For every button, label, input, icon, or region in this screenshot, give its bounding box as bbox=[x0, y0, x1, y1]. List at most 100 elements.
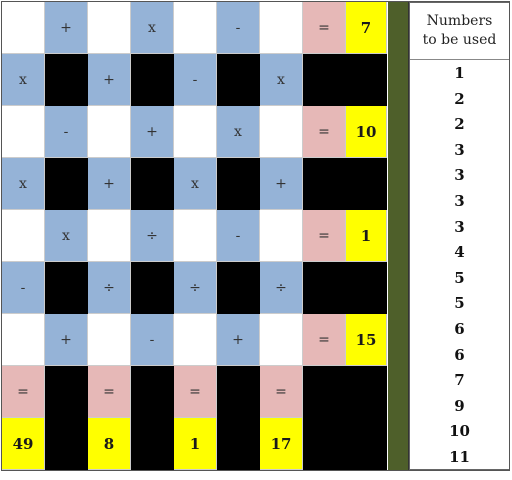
result-cell-r8c6: 17 bbox=[260, 418, 303, 470]
numbers-panel-header: Numbers to be used bbox=[410, 3, 509, 60]
result-cell-r2c8: 10 bbox=[346, 106, 387, 158]
equals-cell-r7c6: = bbox=[260, 366, 303, 418]
blocked-cell-r8c7 bbox=[303, 418, 346, 470]
blocked-cell-r5c5 bbox=[217, 262, 260, 314]
blocked-cell-r5c7 bbox=[303, 262, 346, 314]
equals-cell-r7c2: = bbox=[88, 366, 131, 418]
equals-cell-r0c7: = bbox=[303, 2, 346, 54]
equals-cell-r7c0: = bbox=[2, 366, 45, 418]
operator-cell-r5c6: ÷ bbox=[260, 262, 303, 314]
number-item-13: 9 bbox=[454, 396, 465, 415]
blocked-cell-r1c1 bbox=[45, 54, 88, 106]
blocked-cell-r7c3 bbox=[131, 366, 174, 418]
number-item-2: 2 bbox=[454, 115, 465, 134]
blocked-cell-r5c8 bbox=[346, 262, 387, 314]
operator-cell-r6c1: + bbox=[45, 314, 88, 366]
blocked-cell-r8c5 bbox=[217, 418, 260, 470]
number-item-5: 3 bbox=[454, 192, 465, 210]
number-item-1: 2 bbox=[454, 89, 465, 108]
blocked-cell-r3c1 bbox=[45, 158, 88, 210]
blocked-cell-r3c3 bbox=[131, 158, 174, 210]
result-cell-r0c8: 7 bbox=[346, 2, 387, 54]
operator-cell-r0c3: x bbox=[131, 2, 174, 54]
equals-cell-r6c7: = bbox=[303, 314, 346, 366]
input-cell-r4c0[interactable] bbox=[2, 210, 45, 262]
number-item-6: 3 bbox=[454, 217, 465, 236]
blocked-cell-r5c1 bbox=[45, 262, 88, 314]
equals-cell-r2c7: = bbox=[303, 106, 346, 158]
blocked-cell-r7c8 bbox=[346, 366, 387, 418]
input-cell-r6c2[interactable] bbox=[88, 314, 131, 366]
number-item-11: 6 bbox=[454, 345, 465, 364]
input-cell-r2c4[interactable] bbox=[174, 106, 217, 158]
equals-cell-r4c7: = bbox=[303, 210, 346, 262]
blocked-cell-r8c8 bbox=[346, 418, 387, 470]
input-cell-r2c2[interactable] bbox=[88, 106, 131, 158]
operator-cell-r1c0: x bbox=[2, 54, 45, 106]
operator-cell-r4c3: ÷ bbox=[131, 210, 174, 262]
operator-cell-r3c4: x bbox=[174, 158, 217, 210]
operator-cell-r5c0: - bbox=[2, 262, 45, 314]
input-cell-r4c4[interactable] bbox=[174, 210, 217, 262]
operator-cell-r4c1: x bbox=[45, 210, 88, 262]
equals-cell-r7c4: = bbox=[174, 366, 217, 418]
result-cell-r6c8: 15 bbox=[346, 314, 387, 366]
input-cell-r0c2[interactable] bbox=[88, 2, 131, 54]
input-cell-r4c2[interactable] bbox=[88, 210, 131, 262]
blocked-cell-r3c8 bbox=[346, 158, 387, 210]
input-cell-r0c0[interactable] bbox=[2, 2, 45, 54]
operator-cell-r2c1: - bbox=[45, 106, 88, 158]
blocked-cell-r7c7 bbox=[303, 366, 346, 418]
blocked-cell-r8c3 bbox=[131, 418, 174, 470]
operator-cell-r0c1: + bbox=[45, 2, 88, 54]
operator-cell-r5c2: ÷ bbox=[88, 262, 131, 314]
operator-cell-r6c5: + bbox=[217, 314, 260, 366]
operator-cell-r6c3: - bbox=[131, 314, 174, 366]
input-cell-r2c6[interactable] bbox=[260, 106, 303, 158]
operator-cell-r1c2: + bbox=[88, 54, 131, 106]
blocked-cell-r3c5 bbox=[217, 158, 260, 210]
result-cell-r8c0: 49 bbox=[2, 418, 45, 470]
blocked-cell-r7c1 bbox=[45, 366, 88, 418]
blocked-cell-r8c1 bbox=[45, 418, 88, 470]
operator-cell-r5c4: ÷ bbox=[174, 262, 217, 314]
input-cell-r0c4[interactable] bbox=[174, 2, 217, 54]
blocked-cell-r5c3 bbox=[131, 262, 174, 314]
operator-cell-r3c0: x bbox=[2, 158, 45, 210]
blocked-cell-r1c5 bbox=[217, 54, 260, 106]
input-cell-r4c6[interactable] bbox=[260, 210, 303, 262]
operator-cell-r3c2: + bbox=[88, 158, 131, 210]
blocked-cell-r1c8 bbox=[346, 54, 387, 106]
input-cell-r2c0[interactable] bbox=[2, 106, 45, 158]
operator-cell-r4c5: - bbox=[217, 210, 260, 262]
number-item-12: 7 bbox=[454, 371, 465, 390]
operator-cell-r2c3: + bbox=[131, 106, 174, 158]
input-cell-r6c4[interactable] bbox=[174, 314, 217, 366]
separator-bar bbox=[388, 2, 409, 470]
blocked-cell-r1c3 bbox=[131, 54, 174, 106]
operator-cell-r0c5: - bbox=[217, 2, 260, 54]
header-line-1: Numbers bbox=[426, 13, 493, 29]
number-item-0: 1 bbox=[454, 64, 465, 82]
number-item-10: 6 bbox=[454, 320, 465, 338]
number-item-15: 11 bbox=[449, 448, 470, 466]
number-item-3: 3 bbox=[454, 140, 465, 159]
operator-cell-r2c5: x bbox=[217, 106, 260, 158]
input-cell-r6c0[interactable] bbox=[2, 314, 45, 366]
number-item-7: 4 bbox=[454, 243, 465, 262]
result-cell-r8c2: 8 bbox=[88, 418, 131, 470]
operator-cell-r3c6: + bbox=[260, 158, 303, 210]
number-item-14: 10 bbox=[449, 422, 470, 441]
number-item-8: 5 bbox=[454, 268, 465, 287]
number-item-4: 3 bbox=[454, 166, 465, 185]
input-cell-r6c6[interactable] bbox=[260, 314, 303, 366]
result-cell-r8c4: 1 bbox=[174, 418, 217, 470]
blocked-cell-r3c7 bbox=[303, 158, 346, 210]
input-cell-r0c6[interactable] bbox=[260, 2, 303, 54]
result-cell-r4c8: 1 bbox=[346, 210, 387, 262]
blocked-cell-r7c5 bbox=[217, 366, 260, 418]
blocked-cell-r1c7 bbox=[303, 54, 346, 106]
operator-cell-r1c4: - bbox=[174, 54, 217, 106]
